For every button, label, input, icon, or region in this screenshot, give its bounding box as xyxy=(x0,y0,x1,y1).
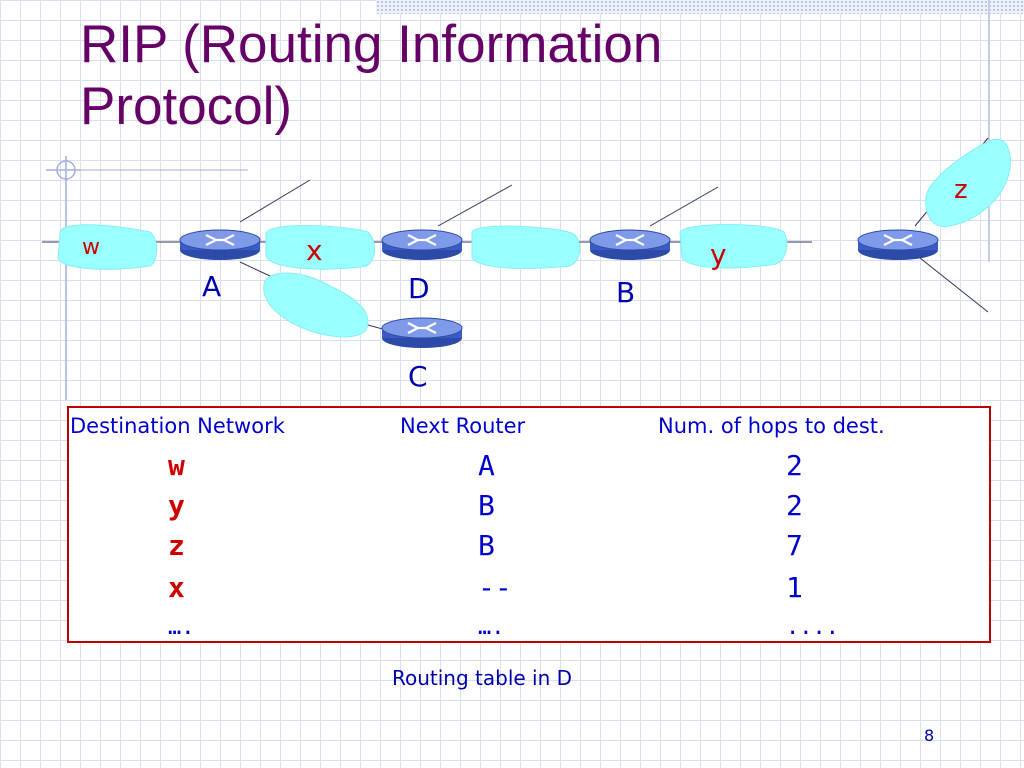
router-far-right xyxy=(856,228,940,262)
router-label-a: A xyxy=(202,270,221,303)
row-5-destination: …. xyxy=(168,615,195,640)
router-c xyxy=(380,316,464,350)
router-d xyxy=(380,228,464,262)
router-a xyxy=(178,228,262,262)
table-caption: Routing table in D xyxy=(392,666,573,690)
subnet-label-z: z xyxy=(954,175,968,205)
row-1-next-router: A xyxy=(478,449,495,482)
row-2-hops: 2 xyxy=(786,489,803,522)
row-4-hops: 1 xyxy=(786,571,803,604)
router-label-d: D xyxy=(408,272,430,305)
decorative-crosshair xyxy=(46,156,248,400)
row-2-next-router: B xyxy=(478,489,495,522)
decorative-top-band xyxy=(376,0,1024,14)
subnet-label-y: y xyxy=(710,238,727,271)
page-number: 8 xyxy=(924,726,935,745)
row-5-next-router: …. xyxy=(478,615,505,640)
slide-title: RIP (Routing Information Protocol) xyxy=(80,15,663,136)
subnet-label-w: w xyxy=(82,235,100,260)
subnet-links xyxy=(57,138,1011,338)
row-2-destination: y xyxy=(168,489,185,522)
router-label-b: B xyxy=(616,276,635,309)
row-5-hops: .... xyxy=(786,615,839,640)
subnet-x-link xyxy=(265,225,375,270)
subnet-y-link xyxy=(679,224,788,269)
network-diagram: w x y z A D B C xyxy=(42,137,1011,400)
router-b xyxy=(588,228,672,262)
router-label-c: C xyxy=(408,360,428,393)
subnet-dc-link xyxy=(471,225,581,269)
subnet-z-link xyxy=(925,138,1011,228)
row-1-destination: w xyxy=(168,449,185,482)
subnet-w-link xyxy=(57,224,158,270)
row-3-hops: 7 xyxy=(786,529,803,562)
row-1-hops: 2 xyxy=(786,449,803,482)
subnet-label-x: x xyxy=(306,234,323,267)
row-3-destination: z xyxy=(168,529,185,562)
routing-table xyxy=(67,406,991,643)
row-3-next-router: B xyxy=(478,529,495,562)
row-4-destination: x xyxy=(168,571,185,604)
subnet-ac-link xyxy=(263,272,369,338)
decorative-vertical-line xyxy=(988,0,990,262)
row-4-next-router: -- xyxy=(478,571,512,604)
header-destination-network: Destination Network xyxy=(70,414,285,438)
header-num-hops: Num. of hops to dest. xyxy=(658,414,885,438)
header-next-router: Next Router xyxy=(400,414,526,438)
